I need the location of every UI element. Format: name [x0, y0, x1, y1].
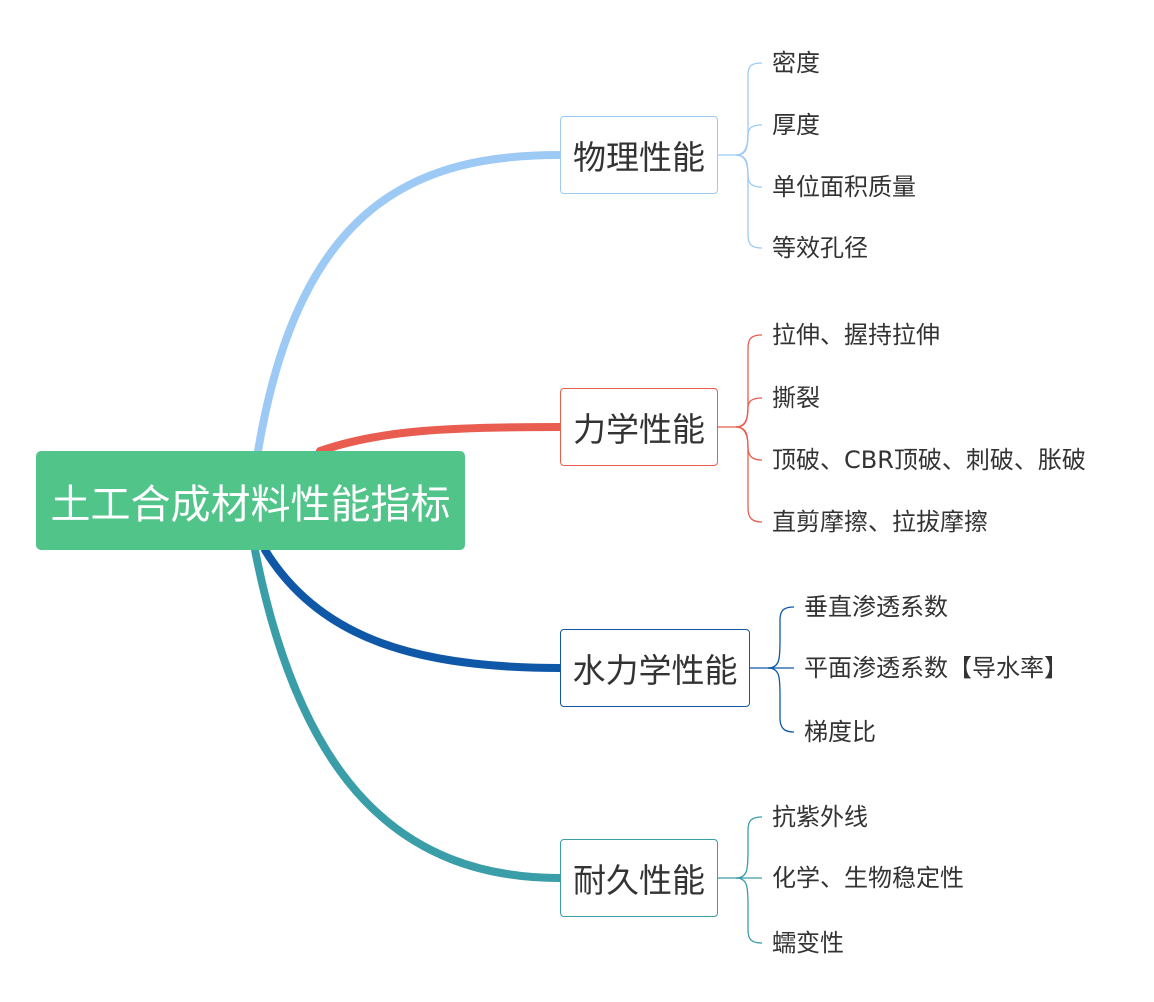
connector-mechanical: [316, 423, 564, 455]
leaf-item[interactable]: 拉伸、握持拉伸: [772, 321, 940, 349]
leaf-item[interactable]: 抗紫外线: [772, 803, 868, 831]
branch-mechanical-properties[interactable]: 力学性能: [560, 388, 718, 466]
leaf-item[interactable]: 直剪摩擦、拉拔摩擦: [772, 508, 988, 536]
connector-hydraulic: [261, 546, 564, 672]
leaf-item[interactable]: 平面渗透系数【导水率】: [804, 654, 1068, 682]
root-topic[interactable]: 土工合成材料性能指标: [36, 451, 465, 550]
leaf-item[interactable]: 顶破、CBR顶破、刺破、胀破: [772, 446, 1086, 474]
branch-physical-properties[interactable]: 物理性能: [560, 116, 718, 194]
leaf-item[interactable]: 单位面积质量: [772, 173, 916, 201]
bracket-mechanical: [718, 334, 763, 523]
leaf-item[interactable]: 梯度比: [804, 718, 876, 746]
leaf-item[interactable]: 化学、生物稳定性: [772, 864, 964, 892]
bracket-hydraulic: [750, 606, 795, 733]
leaf-item[interactable]: 垂直渗透系数: [804, 593, 948, 621]
leaf-item[interactable]: 撕裂: [772, 384, 820, 412]
leaf-item[interactable]: 密度: [772, 49, 820, 77]
branch-durability-properties[interactable]: 耐久性能: [560, 839, 718, 917]
connector-durability: [251, 546, 564, 882]
leaf-item[interactable]: 蠕变性: [772, 929, 844, 957]
leaf-item[interactable]: 等效孔径: [772, 234, 868, 262]
bracket-physical: [718, 62, 763, 249]
bracket-durability: [718, 816, 763, 944]
leaf-item[interactable]: 厚度: [772, 111, 820, 139]
branch-hydraulic-properties[interactable]: 水力学性能: [560, 629, 750, 707]
connector-physical: [254, 151, 564, 455]
